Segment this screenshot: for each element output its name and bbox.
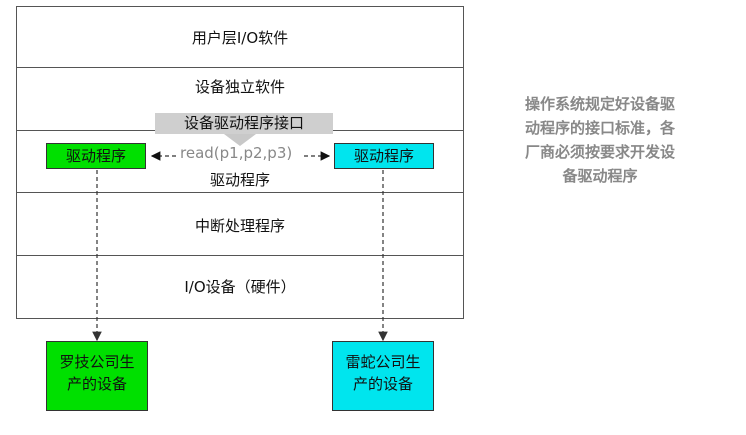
- layer-driver: 驱动程序: [17, 131, 463, 193]
- read-call-label: read(p1,p2,p3): [180, 144, 293, 162]
- layer-user-io-label: 用户层I/O软件: [191, 29, 289, 47]
- logitech-device-label-line2: 产的设备: [66, 375, 127, 393]
- layer-device-independent-label: 设备独立软件: [194, 78, 285, 96]
- razer-device-box: 雷蛇公司生 产的设备: [332, 341, 434, 411]
- logitech-device-label-line1: 罗技公司生: [59, 353, 135, 371]
- layer-user-io: 用户层I/O软件: [17, 7, 463, 68]
- note-line-3: 厂商必须按要求开发设: [524, 143, 675, 161]
- layer-interrupt-handler: 中断处理程序: [17, 193, 463, 256]
- logitech-device-box: 罗技公司生 产的设备: [46, 341, 148, 411]
- layer-io-hardware-label: I/O设备（硬件）: [184, 278, 296, 296]
- note-line-4: 备驱动程序: [562, 167, 638, 185]
- left-driver-box: 驱动程序: [46, 143, 146, 169]
- layer-driver-label: 驱动程序: [209, 171, 270, 189]
- right-driver-box: 驱动程序: [334, 143, 434, 169]
- razer-device-label-line1: 雷蛇公司生: [345, 353, 421, 371]
- driver-interface-banner: 设备驱动程序接口: [155, 113, 333, 134]
- razer-device-label-line2: 产的设备: [352, 375, 413, 393]
- layer-io-hardware: I/O设备（硬件）: [17, 256, 463, 318]
- io-layer-stack: 用户层I/O软件 设备独立软件 驱动程序 中断处理程序 I/O设备（硬件）: [16, 6, 464, 319]
- note-line-1: 操作系统规定好设备驱: [524, 95, 675, 113]
- layer-interrupt-handler-label: 中断处理程序: [194, 217, 285, 235]
- note-text: 操作系统规定好设备驱 动程序的接口标准，各 厂商必须按要求开发设 备驱动程序: [500, 92, 700, 188]
- note-line-2: 动程序的接口标准，各: [524, 119, 675, 137]
